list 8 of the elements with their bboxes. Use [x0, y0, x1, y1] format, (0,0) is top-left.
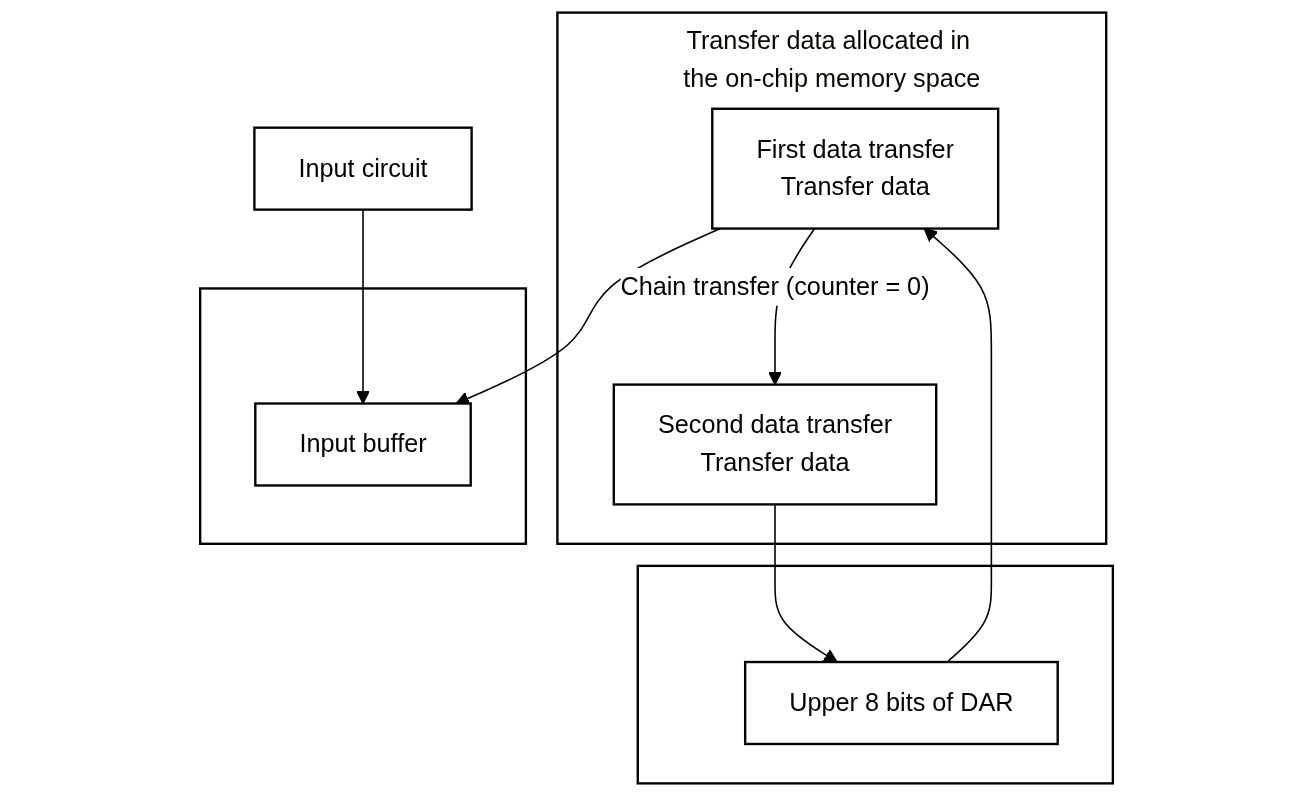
cluster [198, 287, 528, 545]
node-box: Second data transfer Transfer data [612, 383, 938, 506]
node-box: Input circuit [253, 126, 473, 211]
cluster [636, 564, 1115, 785]
edge-label: Chain transfer (counter = 0) [620, 272, 930, 300]
node-box: Input buffer [254, 402, 472, 487]
node-box: First data transfer Transfer data [711, 107, 1000, 230]
node-box: Upper 8 bits of DAR [743, 660, 1059, 746]
